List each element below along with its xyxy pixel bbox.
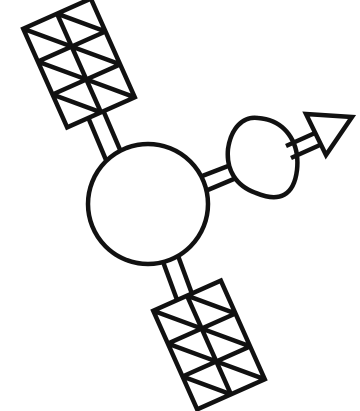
- satellite-body: [88, 144, 208, 264]
- upper-solar-panel: [23, 0, 135, 127]
- antenna-dish: [228, 118, 298, 197]
- lower-solar-panel: [153, 281, 265, 410]
